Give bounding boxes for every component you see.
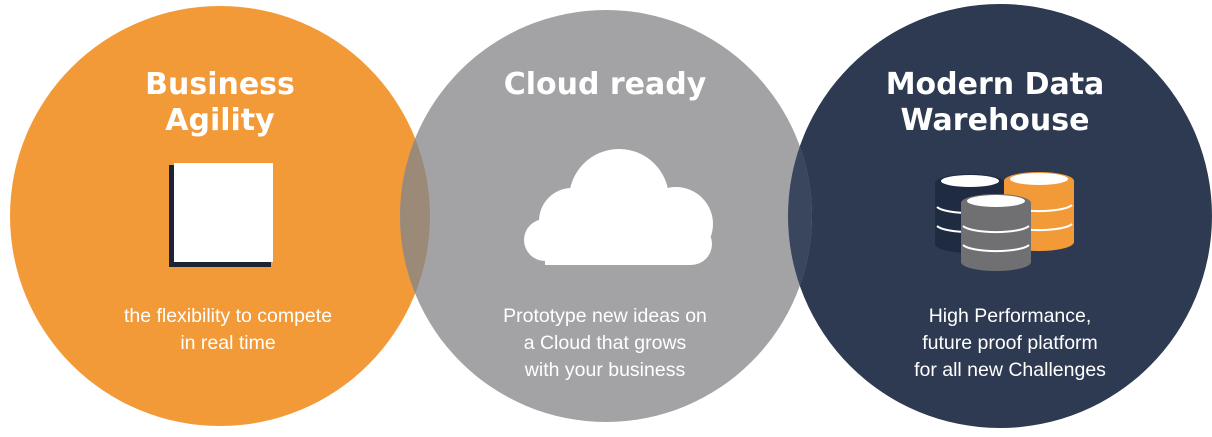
cloud-icon — [524, 149, 713, 265]
cloud-ready-title: Cloud ready — [503, 67, 707, 102]
modern-data-warehouse-description: High Performance, future proof platform … — [914, 305, 1106, 381]
modern-data-warehouse-title: Modern Data Warehouse — [885, 67, 1105, 138]
business-agility-title: Business Agility — [145, 67, 295, 138]
business-agility-description: the flexibility to compete in real time — [123, 305, 333, 354]
cloud-ready-description: Prototype new ideas on a Cloud that grow… — [503, 305, 707, 381]
square-icon — [169, 163, 273, 267]
database-stacks-icon — [935, 172, 1074, 271]
